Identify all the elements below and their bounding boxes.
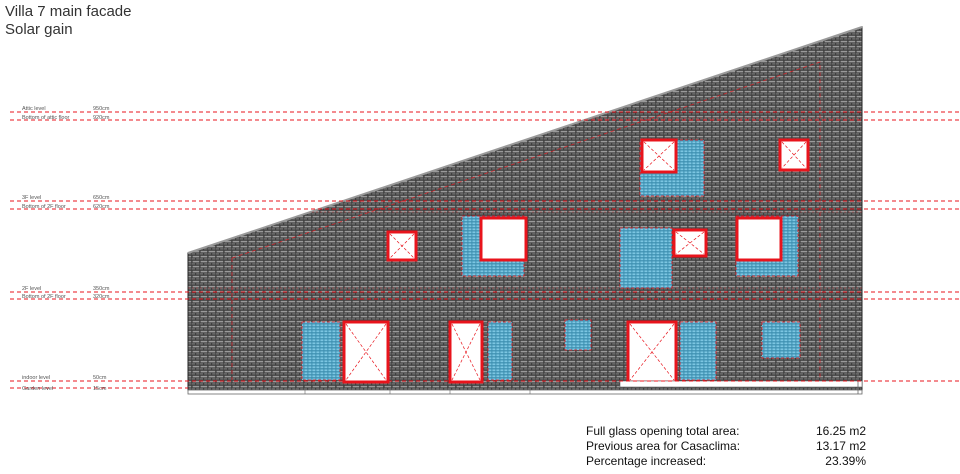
opening-door: [448, 320, 484, 384]
level-value: 15cm: [93, 386, 107, 392]
roof-edge: [187, 26, 863, 254]
opening-door: [626, 320, 678, 384]
opening-window: [479, 216, 528, 262]
glass-panel: [679, 321, 717, 381]
summary-value: 16.25 m2: [815, 424, 866, 438]
glass-panel: [487, 321, 513, 381]
level-value: 650cm: [93, 195, 110, 201]
summary-value: 13.17 m2: [815, 439, 866, 453]
opening-window: [386, 230, 418, 262]
drawing-subtitle: Solar gain: [5, 21, 73, 38]
level-value: 350cm: [93, 286, 110, 292]
opening-window: [778, 138, 810, 172]
opening-door: [342, 320, 390, 384]
level-name: 3F level: [22, 195, 41, 201]
openings: [342, 138, 810, 384]
level-name: indoor level: [22, 375, 50, 381]
level-name: Garden level: [22, 386, 53, 392]
level-name: 2F level: [22, 286, 41, 292]
level-name: Bottom of 2F floor: [22, 294, 66, 300]
summary-value: 23.39%: [825, 454, 866, 468]
drawing-title: Villa 7 main facade: [5, 3, 132, 20]
ground: [187, 345, 863, 395]
area-summary: Full glass opening total area: 16.25 m2 …: [586, 424, 866, 469]
summary-label: Full glass opening total area:: [586, 424, 740, 438]
summary-label: Previous area for Casaclima:: [586, 439, 741, 453]
level-lines: [10, 111, 960, 389]
opening-window: [640, 138, 678, 174]
summary-row: Previous area for Casaclima: 13.17 m2: [586, 439, 866, 454]
summary-row: Full glass opening total area: 16.25 m2: [586, 424, 866, 439]
glass-panel: [619, 227, 673, 289]
level-value: 920cm: [93, 115, 110, 121]
level-value: 320cm: [93, 294, 110, 300]
glass-panel: [301, 321, 341, 381]
insulation-outline: [231, 61, 821, 380]
level-labels: Attic level 950cm Bottom of attic floor …: [22, 106, 110, 392]
level-name: Bottom of 2F floor: [22, 204, 66, 210]
level-name: Attic level: [22, 106, 46, 112]
summary-row: Percentage increased: 23.39%: [586, 454, 866, 469]
opening-window: [735, 216, 783, 262]
level-name: Bottom of attic floor: [22, 115, 70, 121]
level-value: 950cm: [93, 106, 110, 112]
glass-panel: [564, 319, 592, 351]
summary-label: Percentage increased:: [586, 454, 707, 468]
glass-panel: [761, 321, 801, 359]
opening-window: [672, 228, 708, 258]
level-value: 620cm: [93, 204, 110, 210]
level-value: 50cm: [93, 375, 107, 381]
